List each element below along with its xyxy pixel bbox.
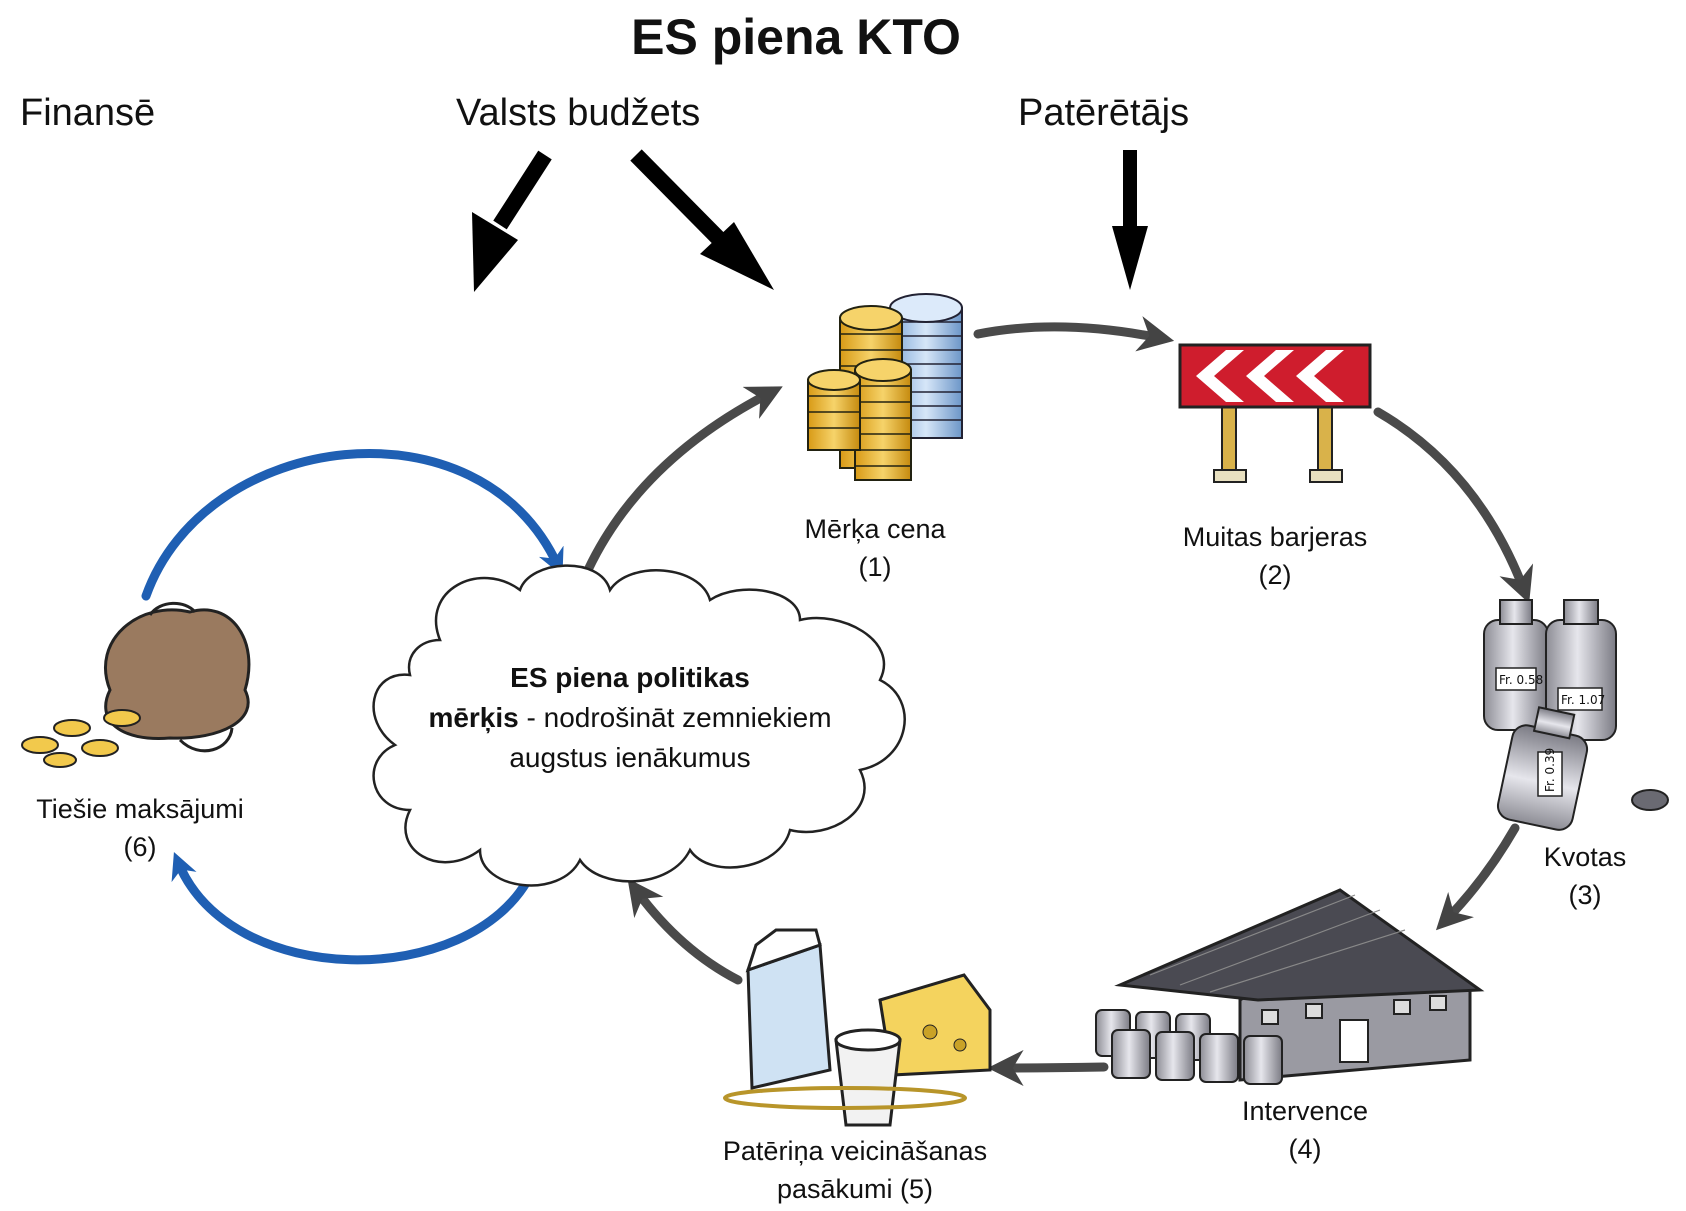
node-3-name: Kvotas — [1543, 842, 1627, 872]
node-label-3: Kvotas (3) — [1510, 838, 1660, 914]
header-consumer: Patērētājs — [1018, 92, 1190, 134]
can-label-3: Fr. 0.39 — [1543, 748, 1557, 792]
header-budget: Valsts budžets — [456, 92, 701, 134]
node-2-num: (2) — [1258, 560, 1292, 590]
cycle-arrow-4-5 — [987, 1049, 1109, 1086]
cycle-arrow-5-center — [627, 878, 743, 985]
warehouse-icon — [1095, 888, 1485, 1085]
node-5-num: pasākumi (5) — [776, 1174, 934, 1204]
node-6-num: (6) — [123, 832, 157, 862]
blue-arrow-bottom — [171, 852, 535, 965]
dairy-products-icon — [723, 928, 992, 1127]
goal-cloud — [372, 564, 906, 887]
can-label-1: Fr. 0.58 — [1499, 673, 1543, 687]
cycle-arrow-2-3 — [1373, 407, 1534, 604]
node-3-num: (3) — [1568, 880, 1602, 910]
cycle-arrow-1-2 — [973, 316, 1175, 352]
cycle-arrow-center-1 — [583, 386, 783, 575]
page-title: ES piena KTO — [631, 9, 961, 65]
node-label-2: Muitas barjeras (2) — [1145, 518, 1405, 594]
node-label-6: Tiešie maksājumi (6) — [0, 790, 280, 866]
barrier-icon — [1178, 343, 1372, 483]
money-bag-icon — [21, 601, 251, 768]
node-1-num: (1) — [858, 552, 892, 582]
consumer-arrow — [1112, 150, 1148, 290]
node-5-name: Patēriņa veicināšanas — [722, 1136, 988, 1166]
goal-line-3: augstus ienākumus — [509, 742, 751, 773]
budget-arrow-right — [630, 149, 774, 290]
budget-arrow-left — [472, 150, 552, 292]
header-finanse: Finansē — [20, 92, 156, 134]
node-label-5: Patēriņa veicināšanas pasākumi (5) — [690, 1132, 1020, 1208]
coins-icon — [807, 293, 963, 481]
node-6-name: Tiešie maksājumi — [36, 794, 244, 824]
goal-rest-2: - nodrošināt zemniekiem — [518, 702, 832, 733]
node-label-4: Intervence (4) — [1195, 1092, 1415, 1168]
goal-bold-1: ES piena politikas — [510, 662, 750, 693]
goal-text: ES piena politikas mērķis - nodrošināt z… — [370, 658, 890, 778]
node-label-1: Mērķa cena (1) — [760, 510, 990, 586]
node-1-name: Mērķa cena — [804, 514, 946, 544]
node-4-num: (4) — [1288, 1134, 1322, 1164]
milk-cans-icon: Fr. 0.58 Fr. 1.07 Fr. 0.39 — [1483, 599, 1669, 831]
node-2-name: Muitas barjeras — [1182, 522, 1368, 552]
cycle-arrow-3-4 — [1435, 823, 1520, 931]
blue-arrow-top — [141, 449, 564, 601]
node-4-name: Intervence — [1241, 1096, 1369, 1126]
can-label-2: Fr. 1.07 — [1561, 693, 1605, 707]
goal-bold-2: mērķis — [428, 702, 519, 733]
